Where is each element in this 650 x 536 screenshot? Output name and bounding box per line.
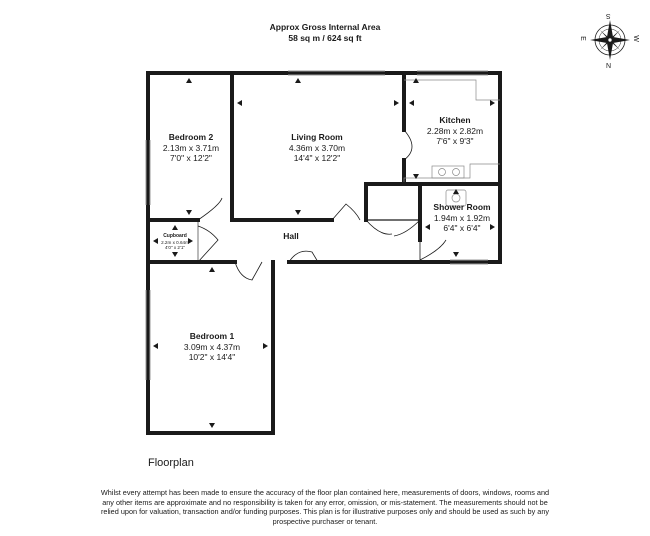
room-metric: 2.2m x 0.64m	[161, 239, 189, 245]
compass-e: E	[578, 36, 586, 41]
area-title: Approx Gross Internal Area	[269, 22, 381, 32]
compass-s: S	[606, 12, 611, 19]
room-name: Kitchen	[439, 115, 471, 125]
compass-icon	[590, 20, 630, 60]
partitions	[197, 219, 420, 262]
room-kitchen: Kitchen 2.28m x 2.82m 7'6" x 9'3"	[414, 115, 496, 147]
room-imperial: 7'0" x 12'2"	[170, 153, 212, 163]
measure-markers	[153, 78, 495, 428]
room-metric: 2.28m x 2.82m	[426, 125, 484, 136]
room-metric: 3.09m x 4.37m	[183, 341, 241, 352]
room-name: Living Room	[291, 132, 343, 142]
room-imperial: 14'4" x 12'2"	[293, 153, 341, 163]
room-living: Living Room 4.36m x 3.70m 14'4" x 12'2"	[262, 132, 372, 164]
room-name: Bedroom 1	[189, 331, 235, 341]
door-swings	[197, 129, 447, 281]
floorplan-caption: Floorplan	[148, 457, 194, 469]
room-name: Shower Room	[433, 202, 491, 212]
walls	[146, 71, 502, 435]
room-name: Cupboard	[163, 233, 187, 239]
room-metric: 1.94m x 1.92m	[433, 212, 491, 223]
room-imperial: 7'6" x 9'3"	[436, 136, 474, 146]
room-name: Hall	[283, 231, 299, 241]
compass-w: W	[631, 35, 639, 42]
room-bedroom-1: Bedroom 1 3.09m x 4.37m 10'2" x 14'4"	[160, 331, 264, 363]
room-name: Bedroom 2	[168, 132, 214, 142]
windows	[145, 70, 488, 380]
room-bedroom-2: Bedroom 2 2.13m x 3.71m 7'0" x 12'2"	[150, 132, 232, 164]
room-imperial: 4'0" x 2'1"	[164, 245, 186, 251]
room-hall: Hall	[276, 231, 306, 242]
room-imperial: 6'4" x 6'4"	[443, 223, 481, 233]
room-metric: 2.13m x 3.71m	[162, 142, 220, 153]
room-metric: 4.36m x 3.70m	[288, 142, 346, 153]
disclaimer-text: Whilst every attempt has been made to en…	[100, 488, 550, 526]
room-imperial: 10'2" x 14'4"	[188, 352, 236, 362]
room-cupboard: Cupboard 2.2m x 0.64m 4'0" x 2'1"	[156, 233, 194, 251]
area-value: 58 sq m / 624 sq ft	[288, 33, 362, 43]
compass-n: N	[606, 63, 612, 70]
room-shower: Shower Room 1.94m x 1.92m 6'4" x 6'4"	[424, 202, 500, 234]
area-header: Approx Gross Internal Area 58 sq m / 624…	[220, 22, 430, 44]
